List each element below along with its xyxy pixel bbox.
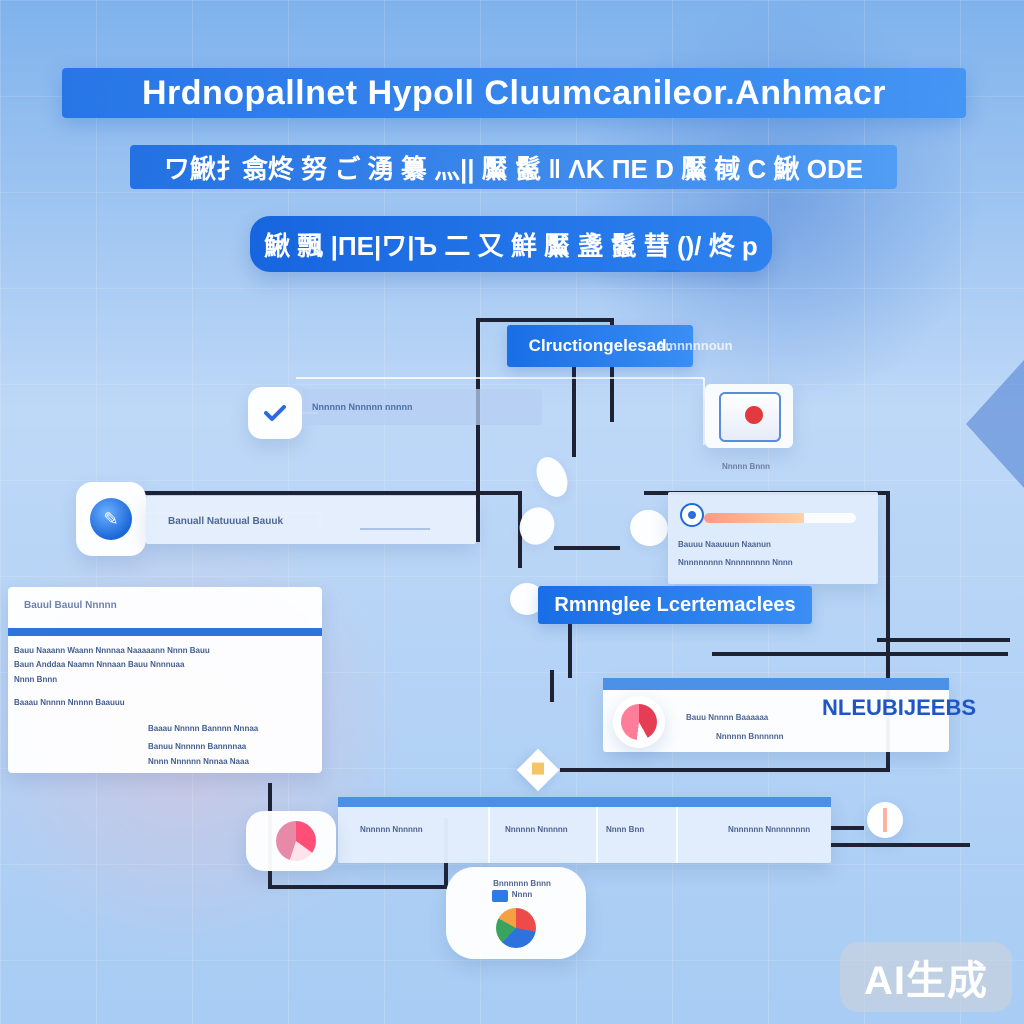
target-icon xyxy=(680,503,704,527)
center-label: Clructiongelesad. xyxy=(507,325,693,367)
right-progress-bar xyxy=(704,513,856,523)
doc-line: Baaau Nnnnn Bannnn Nnnaa xyxy=(148,724,259,733)
table-divider xyxy=(596,807,598,863)
right-card-line: Bauuu Naauuun Naanun xyxy=(678,540,771,549)
bottom-bubble-text: Bnnnnnn Bnnn Nnnn xyxy=(493,879,551,900)
left-mid-line xyxy=(360,528,430,530)
left-node-icon-box: ✎ xyxy=(76,482,146,556)
top-row-bar: Nnnnnn Nnnnnn nnnnn xyxy=(302,389,542,425)
triangle-decoration xyxy=(966,360,1024,488)
subtitle-banner: ワ鰍扌翕炵 努 ご 湧 纂 灬|| 黶 鬣 ‖ ΛΚ ΠΕ D 黶 戫 C 鰍 … xyxy=(130,145,897,189)
doc-line: Banuu Nnnnnn Bannnnaa xyxy=(148,742,247,751)
speech-bubble: 鰍 飄 |ΠΕ|ワ|Ъ 二 又 鮮 黶 盞 鬣 彗 ()/ 炵 p xyxy=(250,216,772,272)
table-cell: Nnnnnn Nnnnnn xyxy=(360,825,423,834)
doc-line: Nnnn Bnnn xyxy=(14,675,58,684)
bottom-table xyxy=(338,797,831,863)
right-info-card xyxy=(668,492,878,584)
check-icon xyxy=(264,405,286,421)
right-summary-panel-header xyxy=(603,678,949,690)
doc-header: Bauul Bauul Nnnnn xyxy=(24,600,117,611)
settings-icon: ✎ xyxy=(90,498,132,540)
table-cell: Nnnnnnn Nnnnnnnnn xyxy=(728,825,811,834)
center-note: Amnnnnoun xyxy=(656,338,733,353)
right-node-icon xyxy=(867,802,903,838)
doc-line: Baun Anddaa Naamn Nnnaan Bauu Nnnnuaa xyxy=(14,660,185,669)
table-cell: Nnnnnn Nnnnnn xyxy=(505,825,568,834)
ai-generated-badge: AI生成 xyxy=(840,942,1012,1012)
middle-label: Rmnnglee Lcertemaclees xyxy=(538,586,812,624)
right-card-line: Nnnnnnnnn Nnnnnnnnn Nnnn xyxy=(678,558,793,567)
doc-line: Nnnn Nnnnnn Nnnaa Naaa xyxy=(148,757,249,766)
left-mid-panel xyxy=(146,496,476,544)
right-panel-line: Nnnnnn Bnnnnnn xyxy=(716,732,784,741)
table-divider xyxy=(676,807,678,863)
doc-line: Bauu Naaann Waann Nnnnaa Naaaaann Nnnn B… xyxy=(14,646,210,655)
pink-chart-bubble xyxy=(246,811,336,871)
left-document-panel xyxy=(8,587,322,773)
tag-icon xyxy=(492,890,508,902)
check-icon-box xyxy=(248,387,302,439)
bottom-table-header xyxy=(338,797,831,807)
table-divider xyxy=(488,807,490,863)
doc-line: Baaau Nnnnn Nnnnn Baauuu xyxy=(14,698,125,707)
table-cell: Nnnn Bnn xyxy=(606,825,645,834)
photo-caption: Nnnnn Bnnn xyxy=(722,462,770,471)
photo-icon xyxy=(719,392,781,442)
pie-chart-icon xyxy=(496,908,536,948)
doc-header-bar xyxy=(8,628,322,636)
right-panel-line: Bauu Nnnnn Baaaaaa xyxy=(686,713,769,722)
right-progress-fill xyxy=(704,513,805,523)
pie-chart-icon xyxy=(613,696,665,748)
right-panel-title: NLEUBIJEEBS xyxy=(822,695,977,720)
left-node-text: Banuall Natuuual Bauuk xyxy=(168,516,284,527)
title-banner: Hrdnopallnet Hypoll Cluumcanileor.Anhmac… xyxy=(62,68,966,118)
